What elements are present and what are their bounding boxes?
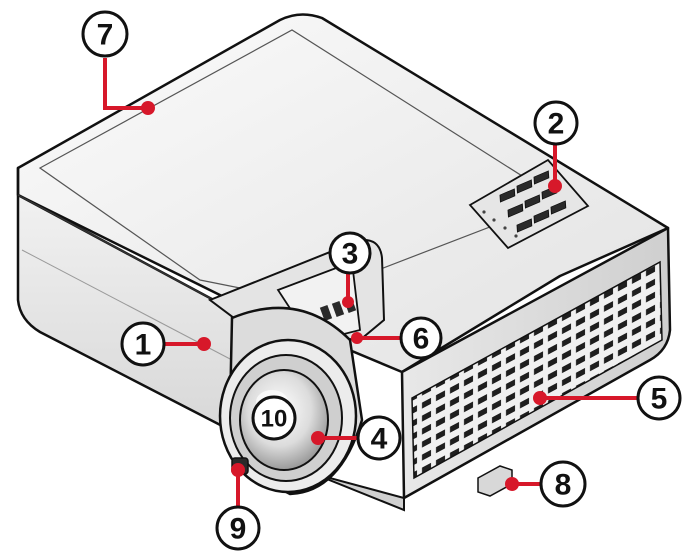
callout-label-8: 8 xyxy=(555,469,572,502)
callout-circle-7 xyxy=(81,10,129,58)
callout-circle-8 xyxy=(539,460,587,508)
top-panel xyxy=(38,29,562,301)
top-cover xyxy=(16,13,670,374)
callout-circle-10 xyxy=(251,395,297,441)
callout-label-7: 7 xyxy=(97,19,114,52)
callout-circle-3 xyxy=(328,231,372,275)
callout-label-2: 2 xyxy=(548,108,565,141)
callout-label-10: 10 xyxy=(261,406,288,433)
callout-label-5: 5 xyxy=(651,383,668,416)
callout-circle-6 xyxy=(399,316,443,360)
vent-grille xyxy=(411,260,663,480)
callout-label-3: 3 xyxy=(342,238,359,271)
callout-circle-1 xyxy=(120,321,166,367)
callout-label-4: 4 xyxy=(371,423,388,456)
callout-circle-9 xyxy=(215,505,261,551)
callout-label-9: 9 xyxy=(230,513,247,546)
callout-circle-2 xyxy=(533,100,579,146)
callout-circle-5 xyxy=(636,375,682,421)
callout-label-1: 1 xyxy=(135,329,152,362)
callout-circle-4 xyxy=(356,415,402,461)
callout-dots xyxy=(141,101,562,491)
callout-label-6: 6 xyxy=(413,323,430,356)
